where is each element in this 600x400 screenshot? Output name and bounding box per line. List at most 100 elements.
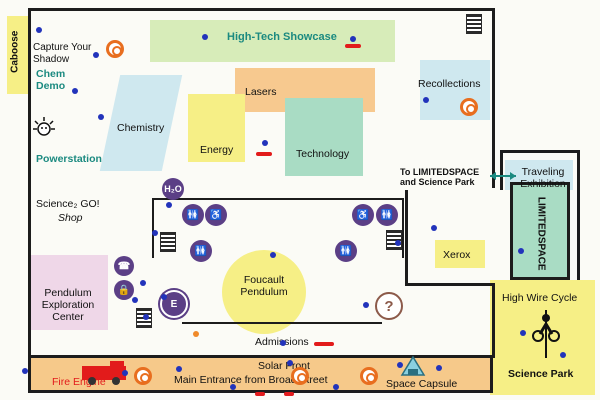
caboose-label: Caboose: [9, 30, 21, 73]
pendulum-center-label-1: Pendulum: [44, 287, 92, 299]
outer-wall-right: [492, 8, 495, 188]
science-park-label: Science Park: [508, 368, 574, 380]
blue-marker: [72, 88, 78, 94]
cyclist-icon: [532, 310, 560, 358]
inner-wall-right-lower: [492, 283, 495, 358]
blue-marker: [166, 202, 172, 208]
to-limitedspace-label-2: and Science Park: [400, 177, 475, 187]
blue-marker: [436, 365, 442, 371]
upper-wing-wall: [500, 150, 503, 190]
foucault-label-1: Foucault: [243, 274, 285, 286]
chemistry-label: Chemistry: [117, 122, 165, 134]
accessible-icon: ♿: [352, 204, 374, 226]
recollections-zone: [420, 60, 490, 120]
stairs-icon: [466, 14, 482, 34]
technology-zone: [285, 98, 363, 176]
science2go-label-1: Science₂ GO!: [36, 198, 100, 210]
blue-marker: [122, 370, 128, 376]
restroom-icon: 🚻: [190, 240, 212, 262]
science2go-label-2: Shop: [58, 212, 83, 224]
powerstation-label: Powerstation: [36, 153, 102, 165]
restroom-wall-top: [152, 198, 404, 200]
blue-marker: [93, 52, 99, 58]
upper-wing-wall-right: [577, 150, 580, 280]
fire-engine-icon: [82, 361, 126, 385]
blue-marker: [132, 297, 138, 303]
pendulum-center-label-2: Exploration: [41, 299, 95, 311]
blue-marker: [143, 314, 149, 320]
pendulum-center-label-3: Center: [52, 311, 84, 323]
to-limitedspace-label-1: To LIMITEDSPACE: [400, 167, 480, 177]
direction-arrow-icon: [490, 172, 516, 180]
blue-marker: [423, 97, 429, 103]
blue-marker: [230, 384, 236, 390]
blue-marker: [287, 360, 293, 366]
high-tech-label: High-Tech Showcase: [227, 31, 337, 43]
orange-marker: [193, 331, 199, 337]
traveling-label-2: Exhibition: [520, 178, 566, 190]
red-marker: [284, 392, 294, 396]
capture-shadow-label: Capture Your Shadow: [33, 42, 92, 65]
energy-zone: [188, 94, 245, 162]
xerox-label: Xerox: [443, 249, 471, 261]
outer-wall-left: [28, 8, 31, 358]
red-marker: [255, 392, 265, 396]
h2o-icon: H₂O: [162, 178, 184, 200]
blue-marker: [36, 27, 42, 33]
limitedspace-label: LIMITEDSPACE: [535, 196, 547, 271]
blue-marker: [397, 362, 403, 368]
red-marker: [314, 342, 334, 346]
spiral-logo-icon: [460, 98, 478, 116]
high-wire-label: High Wire Cycle: [502, 292, 578, 304]
blue-marker: [518, 248, 524, 254]
spiral-logo-icon: [106, 40, 124, 58]
inner-wall-bottom-right: [405, 283, 495, 286]
blue-marker: [140, 280, 146, 286]
inner-wall-right: [405, 190, 408, 285]
blue-marker: [333, 384, 339, 390]
info-icon: ?: [375, 292, 403, 320]
upper-wing-wall-top: [500, 150, 580, 153]
blue-marker: [270, 252, 276, 258]
lasers-label: Lasers: [245, 86, 277, 98]
red-marker: [345, 44, 361, 48]
spiral-logo-icon: [291, 367, 309, 385]
chem-demo-label-2: Demo: [36, 80, 66, 92]
stairs-icon: [160, 232, 176, 252]
blue-marker: [363, 302, 369, 308]
spiral-logo-icon: [134, 367, 152, 385]
energy-label: Energy: [200, 144, 234, 156]
restroom-wall-right: [402, 198, 404, 258]
blue-marker: [176, 366, 182, 372]
chem-demo-label-1: Chem: [36, 68, 66, 80]
blue-marker: [350, 36, 356, 42]
accessible-icon: ♿: [205, 204, 227, 226]
blue-marker: [98, 114, 104, 120]
limitedspace-zone: [510, 182, 570, 280]
blue-marker: [280, 340, 286, 346]
spiral-logo-icon: [360, 367, 378, 385]
blue-marker: [161, 294, 167, 300]
main-entrance-label: Main Entrance from Broad Street: [174, 374, 328, 386]
restroom-icon: 🚻: [182, 204, 204, 226]
caboose-zone: [7, 16, 28, 94]
space-capsule-icon: [400, 355, 426, 376]
restroom-wall-left: [152, 198, 154, 258]
blue-marker: [520, 330, 526, 336]
restroom-icon: 🚻: [335, 240, 357, 262]
outer-wall-top: [28, 8, 495, 11]
blue-marker: [22, 368, 28, 374]
red-marker: [256, 152, 272, 156]
recollections-label: Recollections: [418, 78, 481, 90]
phone-icon: ☎: [114, 256, 134, 276]
blue-marker: [560, 352, 566, 358]
blue-marker: [395, 240, 401, 246]
xerox-zone: [435, 240, 485, 268]
traveling-label-1: Traveling: [521, 166, 565, 178]
space-capsule-label: Space Capsule: [386, 378, 458, 390]
blue-marker: [202, 34, 208, 40]
restroom-icon: 🚻: [376, 204, 398, 226]
pendulum-center-zone: [28, 255, 108, 330]
blue-marker: [152, 230, 158, 236]
